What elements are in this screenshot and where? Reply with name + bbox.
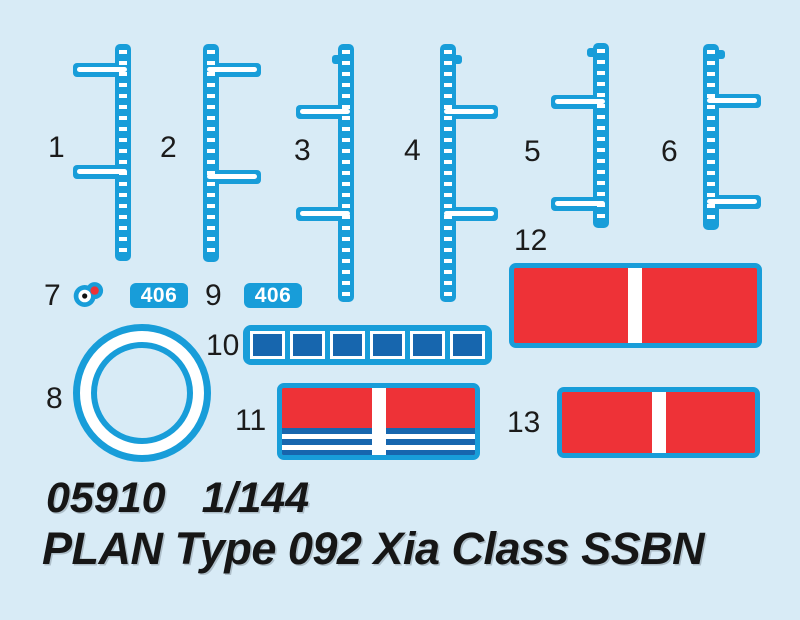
ruler-arm: [551, 95, 605, 109]
ruler-strip: [203, 44, 219, 262]
hull-number-badge-2: 406: [244, 283, 302, 308]
flag-white-bar: [652, 392, 666, 453]
ruler-arm-slot: [555, 201, 605, 206]
draft-marking-ruler-3: [296, 44, 354, 302]
ruler-arm-slot: [207, 67, 257, 72]
ruler-strip: [703, 44, 719, 230]
draft-marking-ruler-5: [551, 43, 609, 228]
ruler-arm: [444, 105, 498, 119]
kit-number-and-scale: 05910 1/144: [46, 477, 309, 520]
ruler-arm: [444, 207, 498, 221]
ruler-arm: [73, 63, 127, 77]
ruler-ticks: [444, 50, 452, 296]
window-square: [330, 331, 365, 359]
draft-marking-ruler-2: [203, 44, 261, 262]
ruler-arm-slot: [707, 98, 757, 103]
ruler-ticks: [207, 50, 215, 256]
item-label-10: 10: [206, 329, 240, 362]
ruler-nub: [587, 48, 597, 57]
kit-scale: 1/144: [201, 474, 310, 522]
item-label-9: 9: [205, 279, 222, 312]
item-label-12: 12: [514, 224, 548, 257]
ruler-arm: [707, 195, 761, 209]
ring-decal: [73, 324, 211, 462]
window-square: [410, 331, 445, 359]
kit-number: 05910: [46, 474, 166, 522]
ruler-strip: [593, 43, 609, 228]
hull-number-badge-1: 406: [130, 283, 188, 308]
ruler-nub: [332, 55, 342, 64]
ruler-arm: [551, 197, 605, 211]
ruler-nub: [452, 55, 462, 64]
flag-decal-12: [509, 263, 762, 348]
ruler-strip: [440, 44, 456, 302]
ruler-ticks: [707, 50, 715, 224]
ring-decal-inner: [91, 342, 193, 444]
twin-dot-marking-decal: [73, 282, 104, 307]
flag-white-bar: [628, 268, 642, 343]
window-square: [250, 331, 285, 359]
ruler-arm-slot: [77, 169, 127, 174]
ruler-arm-slot: [707, 199, 757, 204]
kit-title: PLAN Type 092 Xia Class SSBN: [42, 523, 705, 574]
flag-white-bar: [372, 388, 386, 455]
ruler-arm: [707, 94, 761, 108]
item-label-6: 6: [661, 135, 678, 168]
item-label-11: 11: [235, 404, 267, 437]
item-label-8: 8: [46, 382, 63, 415]
ruler-ticks: [119, 50, 127, 255]
ruler-strip: [338, 44, 354, 302]
window-square: [370, 331, 405, 359]
ruler-arm: [296, 105, 350, 119]
ruler-arm-slot: [77, 67, 127, 72]
ruler-arm-slot: [555, 99, 605, 104]
ruler-arm-slot: [300, 211, 350, 216]
ruler-arm: [207, 170, 261, 184]
window-square: [290, 331, 325, 359]
ruler-arm-slot: [444, 211, 494, 216]
draft-marking-ruler-1: [73, 44, 131, 261]
ruler-strip: [115, 44, 131, 261]
ruler-nub: [715, 50, 725, 59]
item-label-13: 13: [507, 406, 541, 439]
draft-marking-ruler-6: [703, 44, 761, 230]
ruler-arm-slot: [444, 109, 494, 114]
ruler-arm: [207, 63, 261, 77]
item-label-1: 1: [48, 131, 65, 164]
ruler-arm: [73, 165, 127, 179]
item-label-4: 4: [404, 134, 421, 167]
window-square: [450, 331, 485, 359]
draft-marking-ruler-4: [440, 44, 498, 302]
ruler-ticks: [342, 50, 350, 296]
item-label-5: 5: [524, 135, 541, 168]
ruler-arm: [296, 207, 350, 221]
flag-decal-13: [557, 387, 760, 458]
item-label-7: 7: [44, 279, 61, 312]
ruler-arm-slot: [207, 174, 257, 179]
item-label-2: 2: [160, 131, 177, 164]
ruler-arm-slot: [300, 109, 350, 114]
window-strip-decal: [243, 325, 492, 365]
item-label-3: 3: [294, 134, 311, 167]
ruler-ticks: [597, 49, 605, 222]
flag-decal-11: [277, 383, 480, 460]
